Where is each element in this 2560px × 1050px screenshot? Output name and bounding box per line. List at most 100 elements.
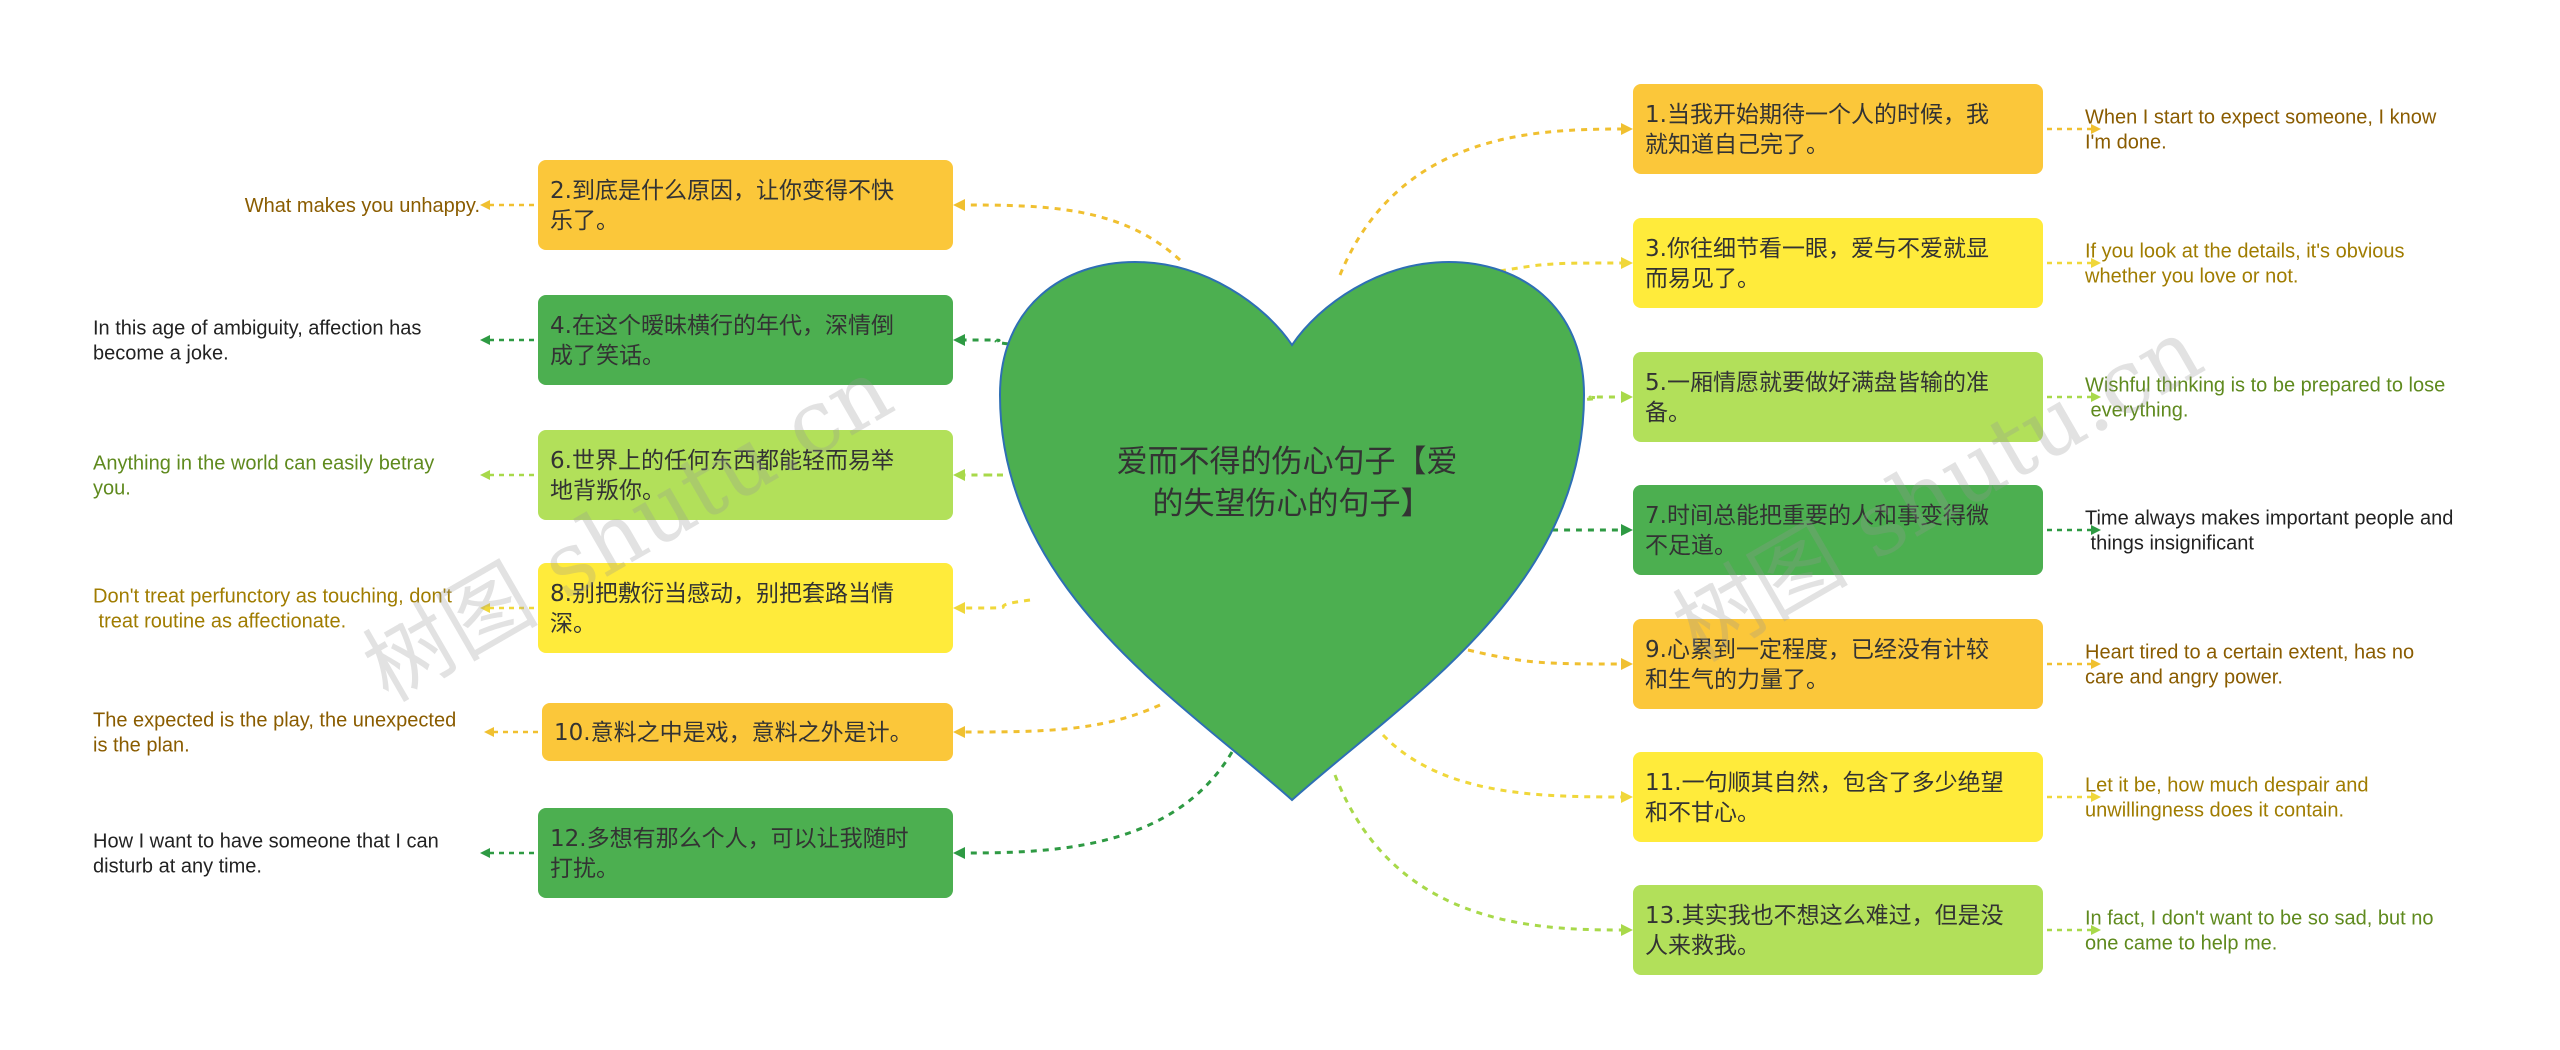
topic-line: 和不甘心。 [1645,800,1760,826]
topic-node-4[interactable]: 4.在这个暧昧横行的年代，深情倒成了笑话。 [538,295,953,385]
topic-line: 而易见了。 [1645,266,1760,292]
topic-node-8[interactable]: 8.别把敷衍当感动，别把套路当情深。 [538,563,953,653]
leaf-arrow-7 [2091,525,2101,535]
topic-line: 10.意料之中是戏，意料之外是计。 [554,720,913,746]
topic-box-4 [538,295,953,385]
connector-3 [1487,261,1630,275]
topic-text-5: 5.一厢情愿就要做好满盘皆输的准备。 [1645,370,1989,426]
connector-10 [956,703,1161,734]
connector-arrow-12 [953,847,965,859]
connector-arrow-8 [953,602,965,614]
topic-box-1 [1633,84,2043,174]
leaf-line: everything. [2085,400,2188,422]
topic-text-7: 7.时间总能把重要的人和事变得微不足道。 [1645,503,1989,559]
topic-text-13: 13.其实我也不想这么难过，但是没人来救我。 [1645,903,2004,959]
topic-node-6[interactable]: 6.世界上的任何东西都能轻而易举地背叛你。 [538,430,953,520]
topic-line: 人来救我。 [1645,933,1760,959]
center-heart [998,260,1586,802]
connector-arrow-2 [953,199,965,211]
topic-text-10: 10.意料之中是戏，意料之外是计。 [554,720,913,746]
topic-line: 1.当我开始期待一个人的时候，我 [1645,102,1989,128]
connector-9 [1467,648,1630,666]
topic-box-6 [538,430,953,520]
topic-line: 7.时间总能把重要的人和事变得微 [1645,503,1989,529]
leaf-line: one came to help me. [2085,933,2277,955]
topic-line: 打扰。 [550,856,619,882]
leaf-line: is the plan. [93,735,190,757]
leaf-line: Wishful thinking is to be prepared to lo… [2085,375,2445,397]
leaf-line: things insignificant [2085,533,2254,555]
leaf-arrow-4 [480,335,490,345]
connector-arrow-6 [953,469,965,481]
topic-box-9 [1633,619,2043,709]
topic-text-1: 1.当我开始期待一个人的时候，我就知道自己完了。 [1645,102,1989,158]
topic-box-5 [1633,352,2043,442]
topic-text-4: 4.在这个暧昧横行的年代，深情倒成了笑话。 [550,313,894,369]
leaf-arrow-5 [2091,392,2101,402]
topic-text-9: 9.心累到一定程度，已经没有计较和生气的力量了。 [1645,637,1989,693]
topic-text-6: 6.世界上的任何东西都能轻而易举地背叛你。 [550,448,894,504]
connector-arrow-5 [1621,391,1633,403]
topic-node-11[interactable]: 11.一句顺其自然，包含了多少绝望和不甘心。 [1633,752,2043,842]
topic-line: 乐了。 [550,208,619,234]
topic-node-13[interactable]: 13.其实我也不想这么难过，但是没人来救我。 [1633,885,2043,975]
leaf-arrow-9 [2091,659,2101,669]
center-topic-line2: 的失望伤心的句子】 [1153,486,1432,522]
topic-box-8 [538,563,953,653]
leaf-line: The expected is the play, the unexpected [93,710,456,732]
leaf-line: Time always makes important people and [2085,508,2453,530]
topic-box-3 [1633,218,2043,308]
connector-12 [956,751,1234,855]
leaf-text-13: In fact, I don't want to be so sad, but … [2085,908,2434,955]
leaf-text-2: What makes you unhappy. [245,195,480,217]
topic-line: 2.到底是什么原因，让你变得不快 [550,178,894,204]
topic-line: 备。 [1645,400,1691,426]
leaf-arrow-12 [480,848,490,858]
leaf-line: What makes you unhappy. [245,195,480,217]
topic-line: 和生气的力量了。 [1645,667,1829,693]
topic-node-10[interactable]: 10.意料之中是戏，意料之外是计。 [542,703,953,761]
connector-arrow-13 [1621,924,1633,936]
leaf-text-8: Don't treat perfunctory as touching, don… [93,586,452,633]
topic-line: 3.你往细节看一眼，爱与不爱就显 [1645,236,1989,262]
topic-text-3: 3.你往细节看一眼，爱与不爱就显而易见了。 [1645,236,1989,292]
leaf-line: I'm done. [2085,132,2167,154]
topic-node-5[interactable]: 5.一厢情愿就要做好满盘皆输的准备。 [1633,352,2043,442]
topic-line: 地背叛你。 [550,478,665,504]
leaf-line: you. [93,478,131,500]
topic-node-7[interactable]: 7.时间总能把重要的人和事变得微不足道。 [1633,485,2043,575]
leaf-line: become a joke. [93,343,229,365]
connector-4 [956,338,1021,347]
topic-line: 4.在这个暧昧横行的年代，深情倒 [550,313,894,339]
connector-2 [956,203,1182,262]
leaf-text-10: The expected is the play, the unexpected… [93,710,456,757]
topic-node-2[interactable]: 2.到底是什么原因，让你变得不快乐了。 [538,160,953,250]
topic-line: 9.心累到一定程度，已经没有计较 [1645,637,1989,663]
topic-box-7 [1633,485,2043,575]
connector-arrow-7 [1621,524,1633,536]
leaf-arrow-2 [480,200,490,210]
connector-arrow-9 [1621,658,1633,670]
leaf-line: Anything in the world can easily betray [93,453,434,475]
leaf-line: care and angry power. [2085,667,2283,689]
leaf-line: In fact, I don't want to be so sad, but … [2085,908,2434,930]
leaf-arrow-13 [2091,925,2101,935]
leaf-line: In this age of ambiguity, affection has [93,318,421,340]
leaf-line: Let it be, how much despair and [2085,775,2369,797]
topic-node-3[interactable]: 3.你往细节看一眼，爱与不爱就显而易见了。 [1633,218,2043,308]
topic-line: 就知道自己完了。 [1645,132,1829,158]
topic-line: 6.世界上的任何东西都能轻而易举 [550,448,894,474]
center-topic: 爱而不得的伤心句子【爱 的失望伤心的句子】 [1117,444,1468,522]
leaf-text-3: If you look at the details, it's obvious… [2084,241,2405,288]
connector-5 [1574,395,1630,402]
topic-box-13 [1633,885,2043,975]
topic-node-12[interactable]: 12.多想有那么个人，可以让我随时打扰。 [538,808,953,898]
leaf-line: disturb at any time. [93,856,262,878]
topic-node-1[interactable]: 1.当我开始期待一个人的时候，我就知道自己完了。 [1633,84,2043,174]
leaf-line: whether you love or not. [2084,266,2298,288]
leaf-line: If you look at the details, it's obvious [2085,241,2405,263]
connector-layer [480,123,2101,936]
leaf-text-7: Time always makes important people and t… [2085,508,2453,555]
topic-node-9[interactable]: 9.心累到一定程度，已经没有计较和生气的力量了。 [1633,619,2043,709]
